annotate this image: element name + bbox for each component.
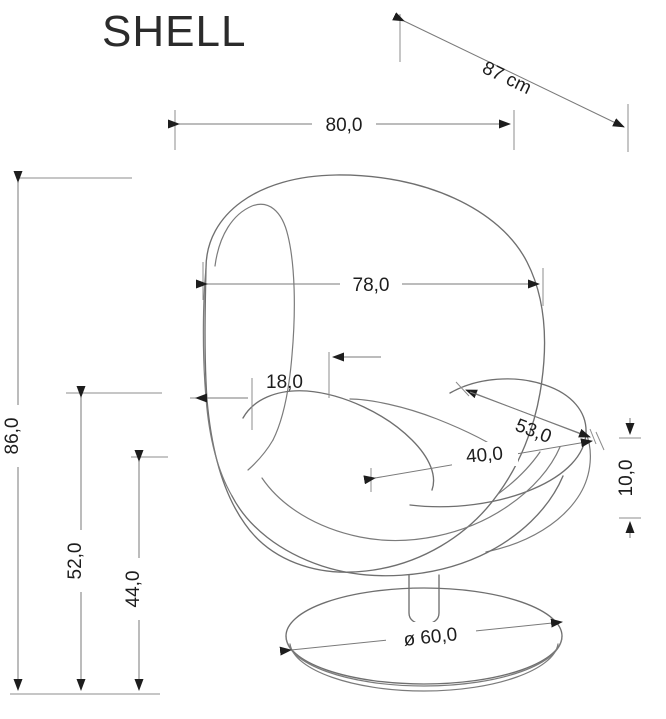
dimension-label-seat-height: 44,0 — [123, 571, 144, 608]
dimension-seat-diagonal: 53,0 — [455, 381, 597, 448]
dimension-seat-depth: 40,0 — [363, 431, 605, 492]
page-title: SHELL — [102, 7, 246, 56]
dimension-seat-height: 44,0 — [123, 450, 168, 691]
dimension-base-diameter: ø 60,0 — [279, 618, 563, 656]
dimension-label-seat-depth: 40,0 — [465, 443, 504, 467]
dimension-label-overall-width: 80,0 — [326, 115, 363, 136]
dimension-front-lip-height: 10,0 — [616, 418, 641, 538]
dimension-label-front-lip-height: 10,0 — [616, 460, 637, 497]
dimension-overall-width: 80,0 — [168, 110, 515, 150]
dimension-label-overall-depth: 87 cm — [479, 58, 535, 99]
dimension-backrest-height: 52,0 — [65, 386, 162, 691]
dimension-label-overall-height: 86,0 — [2, 418, 23, 455]
chair-shell-outline — [202, 174, 591, 577]
dimension-label-backrest-height: 52,0 — [65, 543, 86, 580]
dimension-armrest-thickness: 18,0 — [190, 352, 381, 430]
dimension-label-shell-width: 78,0 — [353, 275, 390, 296]
dimension-label-armrest-thickness: 18,0 — [266, 372, 303, 393]
dimension-shell-width: 78,0 — [196, 262, 544, 306]
dimension-overall-height: 86,0 — [2, 171, 132, 691]
dimension-label-seat-diagonal: 53,0 — [512, 415, 554, 448]
